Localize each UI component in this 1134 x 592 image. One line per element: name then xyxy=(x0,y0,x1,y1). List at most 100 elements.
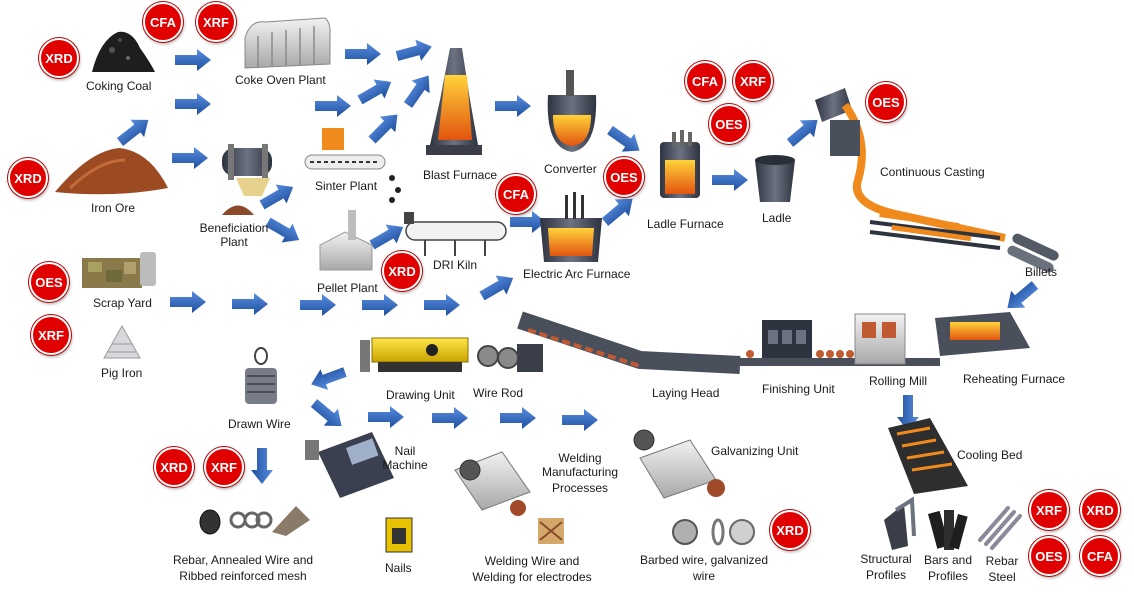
arrow-billets-to-reheat xyxy=(1000,276,1043,317)
coking-coal-icon xyxy=(92,31,155,72)
badge-xrd-barbed: XRD xyxy=(770,510,810,550)
continuous-casting-icon xyxy=(815,88,1006,250)
galvanizing-unit-icon xyxy=(633,429,725,499)
arrow-ore-to-benef xyxy=(172,147,208,169)
label-bars-line2: Profiles xyxy=(927,569,968,583)
label-structural-line2: Profiles xyxy=(865,568,906,582)
label-reheating-furnace: Reheating Furnace xyxy=(963,372,1066,386)
ladle-icon xyxy=(755,155,795,202)
badge-xrf-coal: XRF xyxy=(196,2,236,42)
badge-xrd-ore: XRD xyxy=(8,158,48,198)
label-laying-head: Laying Head xyxy=(652,386,720,400)
label-ladle: Ladle xyxy=(762,211,792,225)
label-bars-line1: Bars and xyxy=(923,553,973,567)
electric-arc-furnace-icon xyxy=(540,192,602,262)
sinter-plant-icon xyxy=(304,128,401,203)
arrow-coke-to-bf-2 xyxy=(394,36,435,67)
label-welding-mfg-line2: Manufacturing xyxy=(541,465,619,479)
structural-profiles-icon xyxy=(884,496,916,550)
label-sinter-plant: Sinter Plant xyxy=(315,179,378,193)
label-scrap-yard: Scrap Yard xyxy=(93,296,152,310)
label-welding-mfg-line3: Processes xyxy=(551,481,609,495)
label-structural-line1: Structural xyxy=(860,552,912,566)
arrow-bf-to-converter xyxy=(495,95,531,117)
beneficiation-plant-icon xyxy=(222,144,272,215)
arrow-scrap-to-eaf xyxy=(476,268,519,306)
badge-xrd-dri: XRD xyxy=(382,251,422,291)
label-welding-wire-line1: Welding Wire and xyxy=(484,554,580,568)
blast-furnace-icon xyxy=(426,48,482,155)
arrow-scrap-5 xyxy=(424,294,460,316)
arrow-scrap-2 xyxy=(232,293,268,315)
arrow-top-to-bf xyxy=(315,95,351,117)
billets-icon xyxy=(1007,233,1059,273)
arrow-converter-to-ladle xyxy=(603,120,646,160)
arrow-coal-to-coke xyxy=(175,49,211,71)
arrow-ore-to-sinter-top xyxy=(175,93,211,115)
label-continuous-casting: Continuous Casting xyxy=(880,165,985,179)
badge-cfa-products: CFA xyxy=(1080,536,1120,576)
label-rebar-steel-line2: Steel xyxy=(988,570,1016,584)
label-galvanizing-unit: Galvanizing Unit xyxy=(711,444,799,458)
arrow-scrap-4 xyxy=(362,294,398,316)
badge-xrf-ladle-furnace: XRF xyxy=(733,61,773,101)
welding-machine-icon xyxy=(454,451,531,516)
label-nail-machine-line1: Nail xyxy=(394,444,416,458)
label-wire-rod: Wire Rod xyxy=(473,386,524,400)
drawing-unit-icon xyxy=(360,337,469,372)
badge-xrf-products: XRF xyxy=(1029,490,1069,530)
drawn-wire-icon xyxy=(245,347,277,404)
rolling-line-icon xyxy=(517,311,1030,374)
badge-xrd-rebar: XRD xyxy=(154,447,194,487)
label-beneficiation-plant-line2: Plant xyxy=(220,235,248,249)
badge-cfa-ladle-furnace: CFA xyxy=(685,61,725,101)
arrow-top-to-bf-2 xyxy=(354,72,397,110)
label-barbed-wire-line1: Barbed wire, galvanized xyxy=(639,553,769,567)
label-nail-machine-line2: Machine xyxy=(382,458,428,472)
arrow-drawn-to-nail xyxy=(306,394,349,435)
arrow-drawing-to-drawn xyxy=(307,361,349,395)
badge-oes-scrap: OES xyxy=(29,262,69,302)
arrow-ore-up xyxy=(113,111,156,151)
pellet-plant-icon xyxy=(319,210,373,271)
arrow-w3 xyxy=(500,407,536,429)
badge-xrd-products: XRD xyxy=(1080,490,1120,530)
arrow-w4 xyxy=(562,409,598,431)
badge-oes-ladle-furnace: OES xyxy=(709,104,749,144)
label-coking-coal: Coking Coal xyxy=(86,79,152,93)
label-billets: Billets xyxy=(1025,265,1058,279)
label-cooling-bed: Cooling Bed xyxy=(957,448,1023,462)
arrow-scrap-1 xyxy=(170,291,206,313)
scrap-yard-icon xyxy=(82,252,156,288)
ladle-furnace-icon xyxy=(660,130,700,198)
label-welding-wire-line2: Welding for electrodes xyxy=(472,570,592,584)
arrow-ladle-to-cc xyxy=(782,111,825,152)
label-pellet-plant: Pellet Plant xyxy=(317,281,378,295)
label-rebar-annealed-line1: Rebar, Annealed Wire and xyxy=(172,553,314,567)
badge-xrd-coal: XRD xyxy=(39,38,79,78)
iron-ore-icon xyxy=(55,148,168,195)
label-electric-arc-furnace: Electric Arc Furnace xyxy=(523,267,631,281)
arrow-drawn-to-rebar xyxy=(251,448,273,484)
arrow-sinter-to-bf-2 xyxy=(398,69,438,112)
nails-icon xyxy=(385,517,413,553)
arrow-w2 xyxy=(432,407,468,429)
nail-machine-icon xyxy=(305,432,394,498)
badge-xrf-scrap: XRF xyxy=(31,315,71,355)
label-finishing-unit: Finishing Unit xyxy=(762,382,835,396)
badge-oes-eaf: OES xyxy=(604,157,644,197)
coke-oven-plant-icon xyxy=(244,17,331,69)
label-pig-iron: Pig Iron xyxy=(101,366,143,380)
bars-profiles-icon xyxy=(928,510,968,550)
arrow-lf-to-ladle xyxy=(712,169,748,191)
barbed-wire-icon xyxy=(672,518,755,546)
label-blast-furnace: Blast Furnace xyxy=(423,168,498,182)
label-ladle-furnace: Ladle Furnace xyxy=(647,217,724,231)
cooling-bed-icon xyxy=(888,418,968,494)
badge-oes-products: OES xyxy=(1029,536,1069,576)
label-rebar-annealed-line2: Ribbed reinforced mesh xyxy=(179,569,307,583)
label-rolling-mill: Rolling Mill xyxy=(869,374,928,388)
arrow-coke-to-bf-1 xyxy=(345,43,381,65)
badge-oes-casting: OES xyxy=(866,82,906,122)
